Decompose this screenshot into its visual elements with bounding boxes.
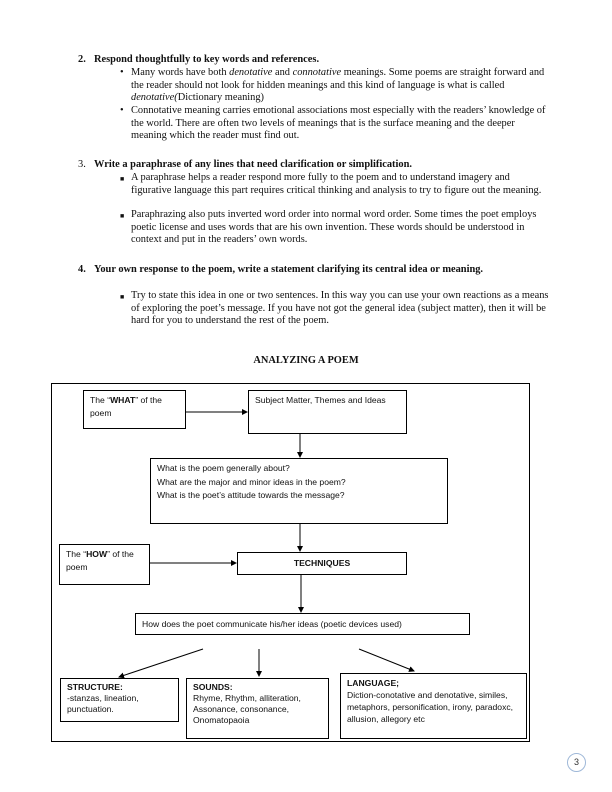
structure-box: STRUCTURE:-stanzas, lineation, punctuati… [60, 678, 179, 722]
question: What is the poet’s attitude towards the … [157, 490, 345, 500]
square-bullet-icon: ■ [120, 293, 125, 301]
how-box: The “HOW” of the poem [59, 544, 150, 585]
question: What is the poem generally about? [157, 463, 290, 473]
section-heading: Write a paraphrase of any lines that nee… [94, 159, 412, 170]
arrow-to-language [358, 648, 415, 672]
bullet-text: A paraphrase helps a reader respond more… [131, 172, 542, 196]
bullet-icon: • [120, 67, 124, 78]
section-number: 4. [78, 264, 86, 275]
bullet-icon: • [120, 105, 124, 116]
bullet-text: Many words have both denotative and conn… [131, 67, 545, 104]
page-number: 3 [567, 753, 586, 772]
techniques-box: TECHNIQUES [237, 552, 407, 575]
section-number: 3. [78, 159, 86, 170]
language-box: LANGUAGE;Diction-conotative and denotati… [340, 673, 527, 739]
square-bullet-icon: ■ [120, 175, 125, 183]
bullet-text: Paraphrazing also puts inverted word ord… [131, 209, 537, 246]
subject-box: Subject Matter, Themes and Ideas [248, 390, 407, 434]
section-heading: Respond thoughtfully to key words and re… [94, 54, 320, 65]
section-number: 2. [78, 54, 86, 65]
arrow-to-structure [118, 648, 204, 679]
what-box: The “WHAT” of the poem [83, 390, 186, 429]
diagram-title: ANALYZING A POEM [253, 355, 359, 366]
section-heading: Your own response to the poem, write a s… [94, 264, 484, 275]
questions-box: What is the poem generally about? What a… [150, 458, 448, 524]
bullet-text: Try to state this idea in one or two sen… [131, 290, 549, 327]
communicate-box: How does the poet communicate his/her id… [135, 613, 470, 635]
analysis-diagram [51, 383, 530, 742]
question: What are the major and minor ideas in th… [157, 476, 346, 487]
square-bullet-icon: ■ [120, 212, 125, 220]
sounds-box: SOUNDS:Rhyme, Rhythm, alliteration, Asso… [186, 678, 329, 739]
bullet-text: Connotative meaning carries emotional as… [131, 105, 546, 142]
